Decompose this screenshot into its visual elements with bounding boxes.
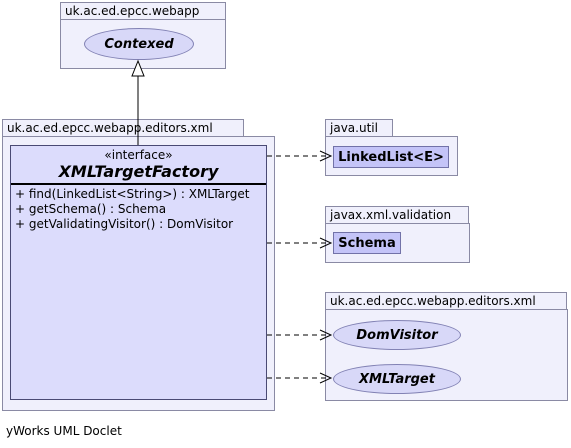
package-java-util-name: java.util [330, 121, 378, 135]
interface-name: XMLTargetFactory [58, 162, 219, 181]
interface-stereotype: «interface» [104, 148, 173, 162]
realization-arrowhead [131, 59, 145, 77]
package-webapp-name: uk.ac.ed.epcc.webapp [65, 4, 200, 18]
dependency-domvisitor-arrowhead [319, 329, 333, 341]
footer-credit: yWorks UML Doclet [6, 424, 122, 438]
dependency-linkedlist-arrowhead [319, 150, 333, 162]
operation-getschema: + getSchema() : Schema [15, 202, 167, 216]
dependency-xmltarget-arrowhead [319, 372, 333, 384]
class-schema-label: Schema [338, 235, 396, 251]
package-editors-ext-name: uk.ac.ed.epcc.webapp.editors.xml [330, 294, 536, 308]
package-validation-tab: javax.xml.validation [325, 206, 469, 224]
operation-find: + find(LinkedList<String>) : XMLTarget [15, 187, 250, 201]
package-java-util-tab: java.util [325, 119, 393, 137]
package-editors-name: uk.ac.ed.epcc.webapp.editors.xml [7, 121, 213, 135]
class-linkedlist[interactable]: LinkedList<E> [333, 146, 449, 168]
interface-separator [11, 183, 266, 185]
class-domvisitor-label: DomVisitor [356, 327, 438, 343]
interface-operations: + find(LinkedList<String>) : XMLTarget +… [11, 185, 266, 232]
class-linkedlist-label: LinkedList<E> [338, 149, 444, 165]
operation-getvalidatingvisitor: + getValidatingVisitor() : DomVisitor [15, 217, 234, 231]
dependency-schema-arrowhead [319, 237, 333, 249]
class-contexed[interactable]: Contexed [84, 28, 194, 60]
class-contexed-label: Contexed [104, 36, 174, 52]
class-domvisitor[interactable]: DomVisitor [333, 320, 461, 350]
package-validation-name: javax.xml.validation [330, 208, 452, 222]
class-xmltarget[interactable]: XMLTarget [333, 364, 461, 394]
class-schema[interactable]: Schema [333, 232, 401, 254]
class-xmltarget-label: XMLTarget [359, 371, 435, 387]
interface-xmltargetfactory[interactable]: «interface» XMLTargetFactory + find(Link… [10, 145, 267, 400]
